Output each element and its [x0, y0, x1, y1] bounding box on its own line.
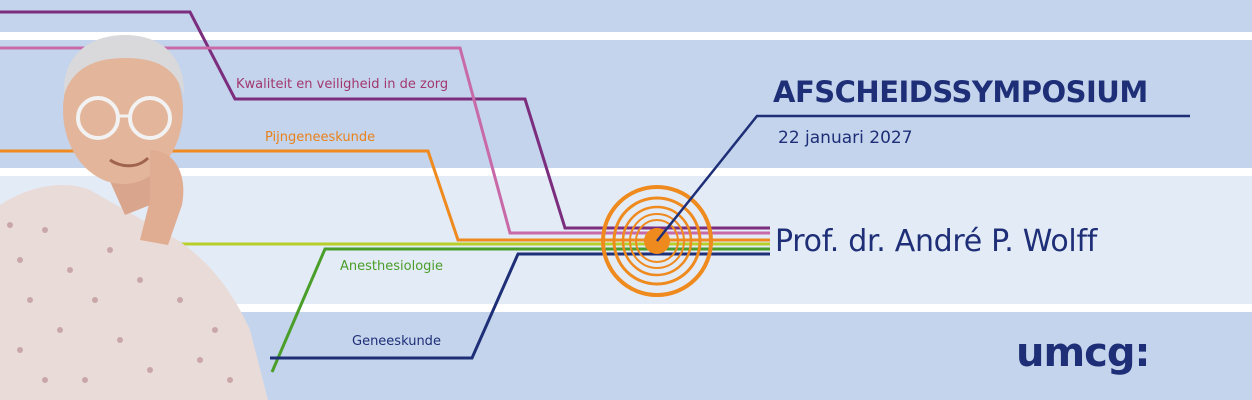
target-icon [601, 185, 713, 297]
topic-label-geneeskunde: Geneeskunde [352, 334, 441, 349]
line-pink [0, 46, 770, 235]
topic-label-pijngeneeskunde: Pijngeneeskunde [265, 130, 376, 145]
portrait-photo [0, 35, 268, 400]
speaker-name: Prof. dr. André P. Wolff [775, 224, 1097, 259]
background-band [0, 40, 1252, 168]
topic-label-kwaliteit: Kwaliteit en veiligheid in de zorg [236, 77, 449, 92]
line-anesthesiologie [270, 247, 770, 373]
line-kwaliteit [0, 10, 770, 230]
event-title: AFSCHEIDSSYMPOSIUM [773, 75, 1148, 109]
pointer-line [656, 114, 1190, 242]
background-band [0, 0, 1252, 32]
event-date: 22 januari 2027 [778, 128, 913, 148]
umcg-logo: umcg: [1016, 330, 1150, 376]
topic-label-anesthesiologie: Anesthesiologie [340, 259, 444, 274]
line-geneeskunde [270, 252, 770, 360]
